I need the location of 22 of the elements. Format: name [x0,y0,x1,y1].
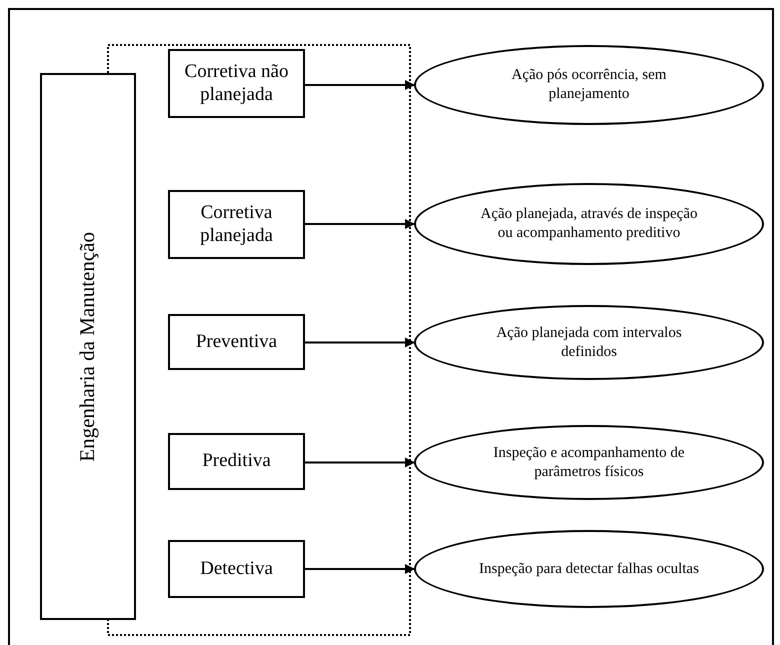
process-box [168,540,305,598]
ellipse-label: Ação planejada com intervalos definidos [495,324,683,362]
ellipse-label: Ação planejada, através de inspeção ou acompanhamento preditivo [480,205,698,243]
arrow [305,338,415,348]
box-label: Corretiva planejada [199,202,274,248]
arrow [305,564,415,574]
box-label: Corretiva não planejada [184,60,290,106]
ellipse-label: Ação pós ocorrência, sem planejamento [510,66,668,104]
arrow [305,458,415,468]
box-label: Engenharia da Manutenção [75,232,100,462]
process-box [168,314,305,370]
process-box [168,190,305,259]
box-label: Preditiva [202,450,271,473]
arrow [305,80,415,90]
process-box [168,49,305,118]
arrow [305,219,415,229]
process-box [168,433,305,490]
ellipse-label: Inspeção e acompanhamento de parâmetros físicos [492,444,686,482]
process-box [40,73,136,620]
box-label: Detectiva [200,558,273,580]
ellipse-label: Inspeção para detectar falhas ocultas [479,560,699,578]
box-label: Preventiva [196,330,278,354]
